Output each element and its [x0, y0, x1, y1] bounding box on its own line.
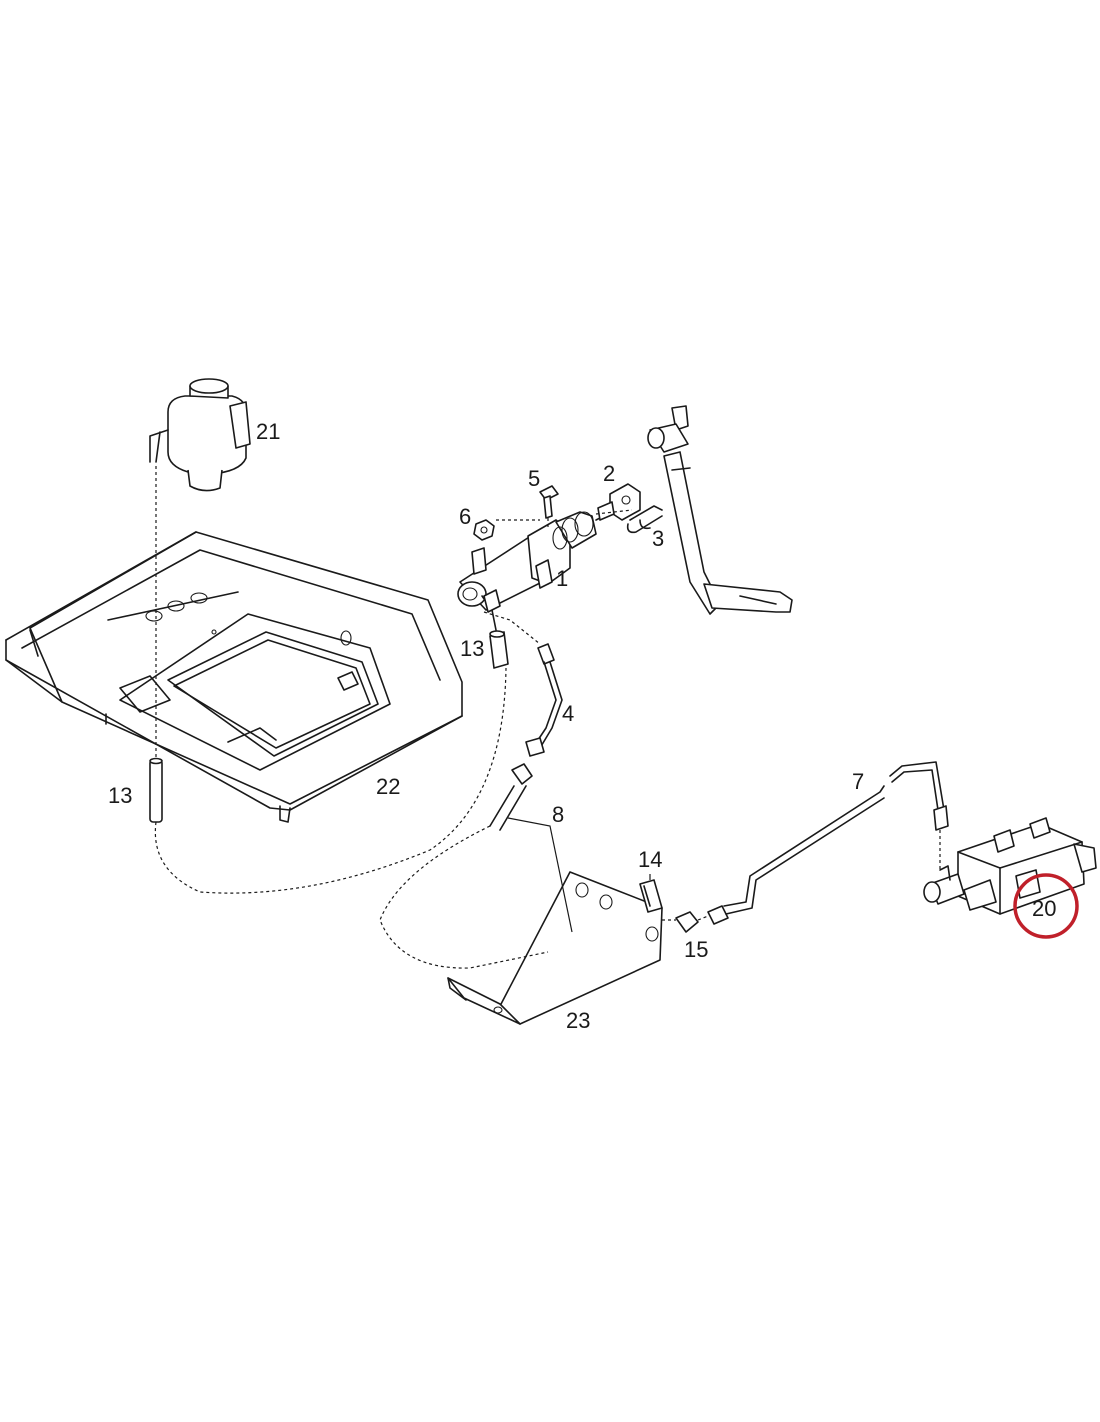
pipe-4 [525, 643, 563, 757]
hose-13-left [149, 757, 163, 823]
callout-23: 23 [566, 1008, 590, 1033]
callout-13-left: 13 [108, 783, 132, 808]
callout-2: 2 [603, 461, 615, 486]
nut-6 [473, 519, 495, 541]
callout-20: 20 [1032, 896, 1056, 921]
leader-lines [507, 817, 651, 933]
clutch-pedal [647, 405, 793, 615]
callout-8: 8 [552, 802, 564, 827]
floor-tray [5, 531, 463, 823]
bolt-5 [539, 485, 559, 519]
callout-21: 21 [256, 419, 280, 444]
callout-5: 5 [528, 466, 540, 491]
callout-22: 22 [376, 774, 400, 799]
callout-14: 14 [638, 847, 662, 872]
callout-15: 15 [684, 937, 708, 962]
highlight-circle [1013, 873, 1079, 939]
callout-13-center: 13 [460, 636, 484, 661]
callout-4: 4 [562, 701, 574, 726]
slave-cylinder [923, 817, 1097, 915]
callout-1: 1 [556, 566, 568, 591]
callout-3: 3 [652, 526, 664, 551]
bracket-23 [447, 871, 663, 1025]
pipe-7 [723, 761, 949, 915]
hose-13-center [489, 630, 509, 669]
callouts: 1 2 3 4 5 6 7 8 13 13 14 15 20 21 22 23 [108, 419, 1056, 1033]
union-15 [675, 905, 729, 933]
callout-6: 6 [459, 504, 471, 529]
clip-3 [626, 505, 663, 534]
clevis-2 [597, 483, 641, 521]
routing-lines [154, 466, 941, 969]
master-cylinder [457, 511, 609, 631]
reservoir-bottle [149, 378, 251, 492]
clip-14 [639, 879, 663, 913]
callout-7: 7 [852, 769, 864, 794]
